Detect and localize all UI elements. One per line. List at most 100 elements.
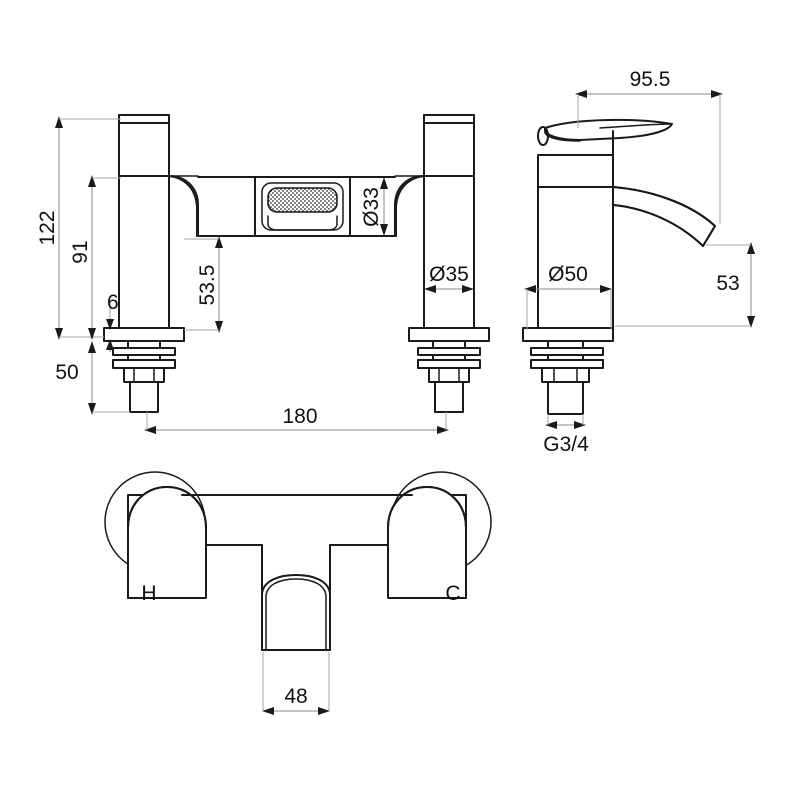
dim-d33-arrow-top [380, 177, 388, 189]
dim-180-arrow-right [437, 426, 449, 434]
dim-48-text: 48 [284, 685, 307, 708]
right-washer-upper [417, 347, 481, 356]
side-nut-facets [553, 367, 578, 383]
dim-d33-text: Ø33 [360, 187, 383, 227]
dim-122-text: 122 [36, 210, 59, 245]
dim-d50-arrow-left [524, 285, 536, 293]
plan-view: H C 48 [104, 471, 492, 715]
dimension-tail-length: 50 [55, 341, 130, 415]
dimension-base-diameter: Ø50 [524, 263, 612, 330]
thread-arrow-right [574, 421, 586, 429]
dim-955-arrow-left [575, 90, 587, 98]
dimension-spout-height: 53.5 [184, 236, 223, 333]
dimension-spout-reach: 95.5 [575, 68, 723, 224]
left-lower-body [118, 175, 170, 329]
dim-d50-arrow-right [600, 285, 612, 293]
dimension-height-total: 122 [36, 116, 121, 340]
side-spout-profile [612, 186, 716, 247]
right-handle-cap [387, 486, 467, 529]
dim-122-arrow-bottom [55, 328, 63, 340]
side-threaded-tail [547, 381, 584, 415]
dimension-base-plate-thickness: 6 [106, 291, 119, 352]
right-threaded-tail [434, 381, 464, 413]
dim-6-text: 6 [107, 291, 119, 314]
dim-d35-text: Ø35 [429, 263, 469, 286]
dimension-spout-width: 48 [262, 652, 330, 715]
left-base-plate [103, 327, 185, 342]
spout-outlet-face [702, 225, 716, 247]
dim-d35-arrow-left [424, 285, 436, 293]
left-lock-nut [123, 367, 165, 383]
dim-91-text: 91 [69, 240, 92, 263]
spout-curve-upper [612, 186, 716, 227]
dim-180-text: 180 [282, 405, 317, 428]
dimension-body-diameter: Ø35 [424, 263, 474, 293]
side-lock-nut [541, 367, 590, 383]
dim-50-arrow-top [88, 341, 96, 353]
left-handle-cap [127, 486, 207, 529]
side-lever-handle [537, 118, 673, 156]
dim-48-arrow-left [262, 707, 274, 715]
left-tap-body [103, 114, 185, 413]
right-upper-cylinder [423, 122, 475, 177]
diverter-button-skirt [267, 215, 338, 231]
thread-size-text: G3/4 [543, 433, 589, 456]
label-hot-handle: H [141, 582, 156, 605]
dim-50-text: 50 [55, 361, 78, 384]
dim-48-arrow-right [318, 707, 330, 715]
dim-91-arrow-bottom [88, 328, 96, 340]
right-top-collar [423, 114, 475, 124]
dim-53-arrow-bottom [747, 316, 755, 328]
left-handle-outline [127, 486, 207, 599]
dim-53-text: 53 [716, 272, 739, 295]
side-base-plate [522, 327, 614, 342]
left-washer-upper [112, 347, 176, 356]
front-elevation-view: 122 91 6 50 [36, 114, 490, 434]
lever-pivot-cap [537, 126, 549, 146]
right-washer-lower [417, 359, 481, 369]
dim-180-arrow-left [144, 426, 156, 434]
dim-d50-text: Ø50 [548, 263, 588, 286]
spout-right-fillet [395, 175, 425, 237]
dim-535-text: 53.5 [196, 265, 219, 306]
right-lock-nut [428, 367, 470, 383]
side-washer-upper [530, 347, 604, 356]
right-lower-body [423, 175, 475, 329]
left-washer-lower [112, 359, 176, 369]
left-nut-facets [133, 367, 155, 383]
dim-d35-arrow-right [462, 285, 474, 293]
plan-spout-inner [265, 578, 327, 651]
side-body-column [537, 154, 614, 329]
plan-spout-outline [261, 574, 331, 651]
right-nut-facets [438, 367, 460, 383]
lever-handle-underside [544, 128, 581, 142]
dimension-outlet-height: 53 [615, 242, 755, 328]
lever-handle-crease [599, 123, 673, 129]
dimension-centre-distance: 180 [144, 405, 449, 434]
dim-955-text: 95.5 [630, 68, 671, 91]
dim-955-arrow-right [711, 90, 723, 98]
label-cold-handle: C [445, 582, 460, 605]
label-thread-size: G3/4 [543, 414, 589, 456]
dim-91-arrow-top [88, 175, 96, 187]
diverter-mesh-button [267, 187, 338, 213]
central-spout-body [168, 175, 425, 237]
dim-53-arrow-top [747, 242, 755, 254]
dim-6-arrow-bottom [106, 339, 114, 350]
side-elevation-view: 95.5 Ø50 53 G3/4 [522, 68, 755, 456]
left-upper-cylinder [118, 122, 170, 177]
dim-535-arrow-top [215, 236, 223, 248]
dim-122-arrow-top [55, 116, 63, 128]
dim-535-arrow-bottom [215, 321, 223, 333]
right-base-plate [408, 327, 490, 342]
dim-50-arrow-bottom [88, 403, 96, 415]
spout-curve-lower [612, 204, 704, 247]
dimension-height-body: 91 [69, 175, 121, 340]
dim-d33-arrow-bottom [380, 224, 388, 236]
thread-arrow-left [545, 421, 557, 429]
side-washer-lower [530, 359, 604, 369]
spout-left-fillet [168, 175, 198, 237]
dimension-spout-diameter: Ø33 [360, 177, 388, 236]
